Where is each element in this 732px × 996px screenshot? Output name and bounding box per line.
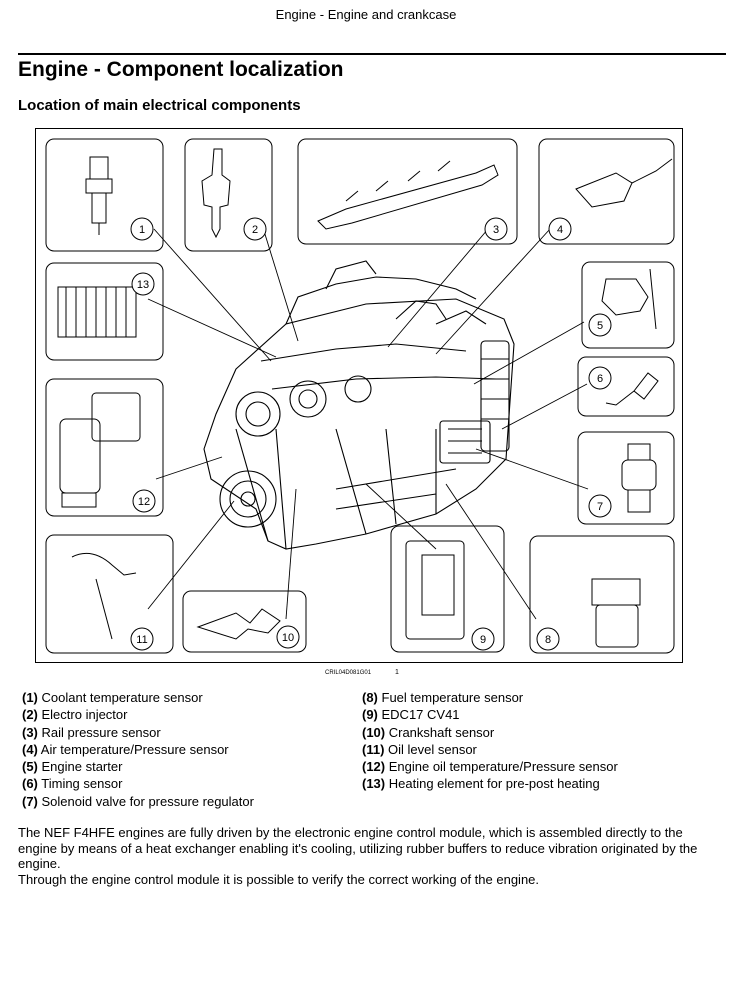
svg-text:3: 3 (493, 224, 499, 236)
svg-text:9: 9 (480, 634, 486, 646)
callout-2: 2 (243, 217, 267, 241)
svg-text:1: 1 (139, 224, 145, 236)
svg-text:8: 8 (545, 634, 551, 646)
legend-item: (2) Electro injector (22, 707, 128, 723)
figure-caption: CRIL04D081G01 1 (325, 669, 399, 676)
inset-oil-level-sensor (45, 534, 174, 654)
legend-item: (9) EDC17 CV41 (362, 707, 460, 723)
svg-text:6: 6 (597, 373, 603, 385)
callout-markers: 1 2 3 4 5 6 7 8 9 10 11 12 13 (130, 217, 612, 651)
inset-oil-pressure-sensor (45, 378, 164, 517)
callout-3: 3 (484, 217, 508, 241)
legend-item: (11) Oil level sensor (362, 741, 477, 757)
legend-item: (6) Timing sensor (22, 776, 123, 792)
engine-illustration: 1 2 3 4 5 6 7 8 9 10 11 12 13 (35, 128, 683, 663)
callout-8: 8 (536, 627, 560, 651)
svg-text:5: 5 (597, 320, 603, 332)
page-title: Engine - Component localization (18, 58, 344, 81)
svg-text:11: 11 (136, 634, 147, 646)
inset-ecu (390, 525, 505, 653)
inset-solenoid-valve (577, 431, 675, 525)
legend-item: (3) Rail pressure sensor (22, 724, 161, 740)
inset-air-pressure-sensor (538, 138, 675, 245)
legend-item: (5) Engine starter (22, 759, 123, 775)
figure-code: CRIL04D081G01 (325, 670, 372, 676)
callout-7: 7 (588, 494, 612, 518)
callout-6: 6 (588, 366, 612, 390)
callout-9: 9 (471, 627, 495, 651)
description: The NEF F4HFE engines are fully driven b… (18, 825, 718, 887)
figure-number: 1 (395, 669, 399, 676)
callout-10: 10 (276, 625, 300, 649)
callout-12: 12 (132, 489, 156, 513)
engine-block (203, 260, 515, 550)
section-title: Location of main electrical components (18, 97, 301, 114)
callout-13: 13 (131, 272, 155, 296)
header-rule (18, 53, 726, 55)
svg-text:4: 4 (557, 224, 563, 236)
callout-11: 11 (130, 627, 154, 651)
legend-item: (13) Heating element for pre-post heatin… (362, 776, 600, 792)
svg-text:12: 12 (138, 496, 150, 508)
legend-right: (8) Fuel temperature sensor (9) EDC17 CV… (362, 689, 618, 793)
inset-engine-starter (581, 261, 675, 349)
legend-item: (1) Coolant temperature sensor (22, 690, 203, 705)
running-head: Engine - Engine and crankcase (275, 7, 457, 22)
inset-fuel-temp-sensor (529, 535, 675, 654)
legend-item: (8) Fuel temperature sensor (362, 690, 524, 705)
inset-rail-pressure-sensor (297, 138, 518, 245)
inset-electro-injector (184, 138, 273, 252)
legend-item: (4) Air temperature/Pressure sensor (22, 741, 229, 757)
inset-heating-element (45, 262, 164, 361)
legend-item: (7) Solenoid valve for pressure regulato… (22, 793, 254, 809)
inset-coolant-sensor (45, 138, 164, 252)
svg-text:13: 13 (137, 279, 149, 291)
callout-5: 5 (588, 313, 612, 337)
inset-timing-sensor (577, 356, 675, 417)
svg-text:7: 7 (597, 501, 603, 513)
callout-4: 4 (548, 217, 572, 241)
legend-item: (12) Engine oil temperature/Pressure sen… (362, 759, 618, 775)
svg-text:10: 10 (282, 632, 294, 644)
paragraph: The NEF F4HFE engines are fully driven b… (18, 825, 698, 871)
paragraph: Through the engine control module it is … (18, 871, 540, 887)
inset-crankshaft-sensor (182, 590, 307, 653)
legend-item: (10) Crankshaft sensor (362, 724, 495, 740)
part-sketches (57, 148, 673, 648)
legend-left: (1) Coolant temperature sensor (2) Elect… (22, 689, 254, 810)
engine-drawing: 1 2 3 4 5 6 7 8 9 10 11 12 13 (45, 138, 675, 654)
callout-1: 1 (130, 217, 154, 241)
svg-text:2: 2 (252, 224, 258, 236)
